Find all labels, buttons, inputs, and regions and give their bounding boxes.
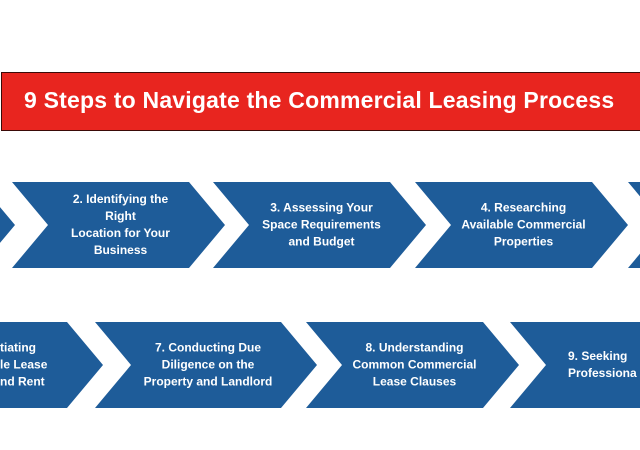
step-3-arrow: 3. Assessing Your Space Requirements and… — [213, 182, 426, 268]
step-6-arrow: tiating le Lease nd Rent — [0, 322, 103, 408]
step-3-label: 3. Assessing Your Space Requirements and… — [262, 200, 381, 249]
step-8-label: 8. Understanding Common Commercial Lease… — [352, 340, 477, 389]
title-banner: 9 Steps to Navigate the Commercial Leasi… — [1, 72, 640, 131]
step-9-label: 9. Seeking Professiona — [568, 349, 637, 380]
step-4-label: 4. Researching Available Commercial Prop… — [461, 200, 586, 249]
step-5-arrow — [628, 182, 640, 268]
step-4-arrow: 4. Researching Available Commercial Prop… — [415, 182, 628, 268]
step-2-label: 2. Identifying the Right Location for Yo… — [71, 192, 170, 257]
step-7-arrow: 7. Conducting Due Diligence on the Prope… — [95, 322, 317, 408]
step-2-arrow: 2. Identifying the Right Location for Yo… — [12, 182, 225, 268]
step-7-label: 7. Conducting Due Diligence on the Prope… — [143, 340, 273, 389]
steps-row-2: tiating le Lease nd Rent 7. Conducting D… — [0, 322, 640, 408]
step-1-arrow — [0, 182, 15, 268]
step-6-label: tiating le Lease nd Rent — [0, 340, 48, 389]
step-9-arrow: 9. Seeking Professiona — [510, 322, 640, 408]
step-8-arrow: 8. Understanding Common Commercial Lease… — [306, 322, 519, 408]
page-title: 9 Steps to Navigate the Commercial Leasi… — [24, 87, 615, 113]
steps-row-1: 2. Identifying the Right Location for Yo… — [0, 182, 640, 268]
